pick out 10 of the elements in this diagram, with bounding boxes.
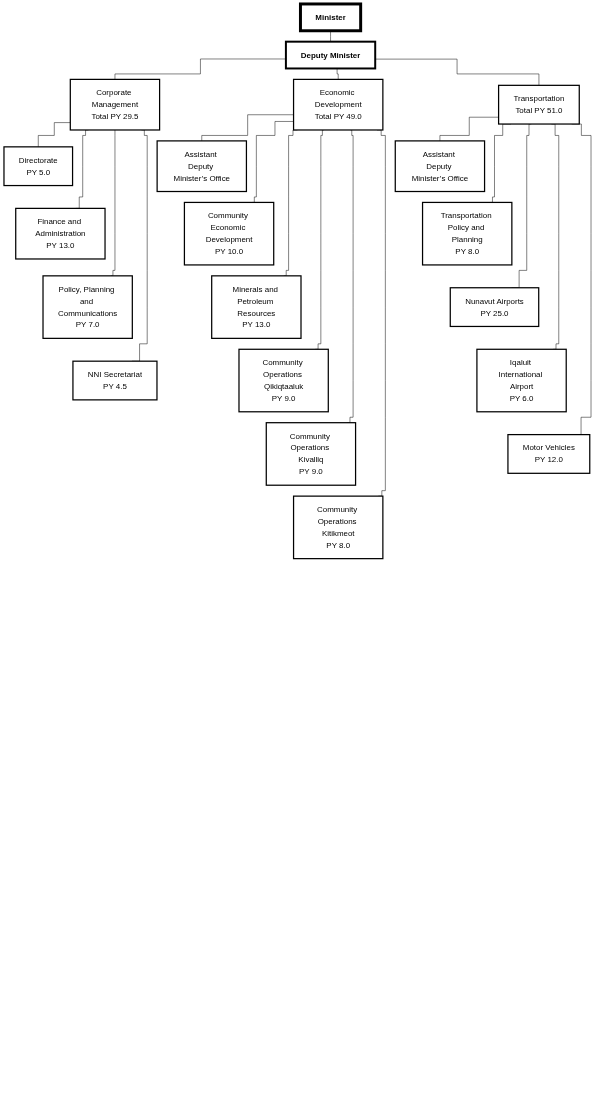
- connector: [252, 121, 294, 203]
- connector: [439, 116, 499, 142]
- connector: [330, 30, 331, 42]
- connector: [38, 122, 71, 148]
- connector: [346, 129, 354, 423]
- connector: [315, 129, 325, 350]
- connector: [201, 114, 294, 142]
- connector: [551, 123, 560, 350]
- connector: [335, 68, 339, 80]
- connector: [110, 129, 116, 277]
